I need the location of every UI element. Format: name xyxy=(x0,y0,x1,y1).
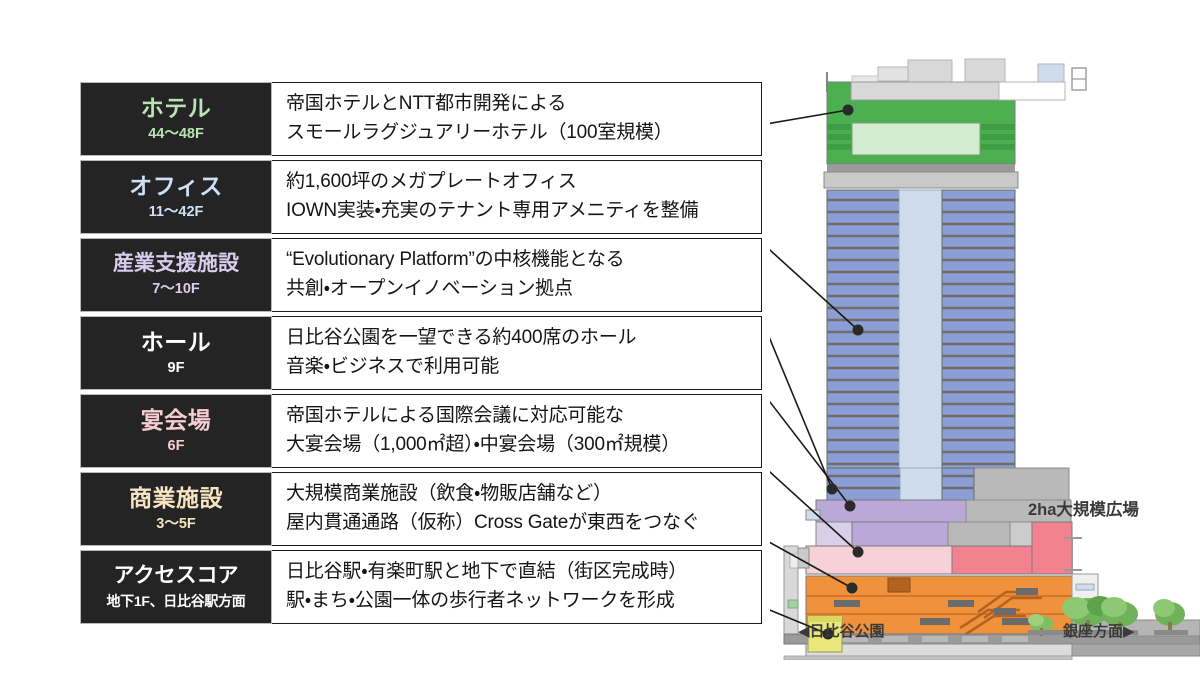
office-floors-block xyxy=(826,189,1070,501)
legend-category-name: 宴会場 xyxy=(140,406,212,433)
legend-description-line: 大宴会場（1,000㎡超）・中宴会場（300㎡規模） xyxy=(286,434,681,455)
west-edge-structure xyxy=(783,545,799,639)
legend-description-cell-hotel: 帝国ホテルとNTT都市開発による スモールラグジュアリーホテル（100室規模） xyxy=(272,82,762,156)
legend-category-cell-retail: 商業施設 3〜5F xyxy=(80,472,272,546)
plaza-trees xyxy=(1028,596,1188,636)
legend-description-line: 帝国ホテルによる国際会議に対応可能な xyxy=(286,405,624,427)
legend-description-cell-industry-support: “Evolutionary Platform”の中核機能となる 共創・オープンイ… xyxy=(272,238,762,312)
legend-description-cell-hall: 日比谷公園を一望できる約400席のホール 音楽・ビジネスで利用可能 xyxy=(272,316,762,390)
legend-floor-range: 11〜42F xyxy=(148,203,204,220)
legend-category-name: ホール xyxy=(140,328,212,355)
legend-category-name: 商業施設 xyxy=(129,484,223,511)
legend-description-line: IOWN実装・充実のテナント専用アメニティを整備 xyxy=(286,200,699,221)
legend-category-cell-access-core: アクセスコア 地下1F、日比谷駅方面 xyxy=(80,550,272,624)
leader-dot-office xyxy=(852,324,864,336)
legend-row-access-core: アクセスコア 地下1F、日比谷駅方面 日比谷駅・有楽町駅と地下で直結（街区完成時… xyxy=(80,550,762,624)
legend-category-cell-hall: ホール 9F xyxy=(80,316,272,390)
access-core-block xyxy=(807,615,843,653)
leader-dot-industry-support xyxy=(826,483,838,495)
legend-description-line: “Evolutionary Platform”の中核機能となる xyxy=(286,249,625,271)
legend-description-line: スモールラグジュアリーホテル（100室規模） xyxy=(286,122,673,143)
legend-row-retail: 商業施設 3〜5F 大規模商業施設（飲食・物販店舗など） 屋内貫通通路（仮称）C… xyxy=(80,472,762,546)
leader-dot-hotel xyxy=(842,104,854,116)
legend-description-line: 日比谷駅・有楽町駅と地下で直結（街区完成時） xyxy=(286,561,688,583)
legend-row-hall: ホール 9F 日比谷公園を一望できる約400席のホール 音楽・ビジネスで利用可能 xyxy=(80,316,762,390)
legend-description-line: 音楽・ビジネスで利用可能 xyxy=(286,356,500,377)
legend-category-name: オフィス xyxy=(129,172,223,199)
facility-legend-table: ホテル 44〜48F 帝国ホテルとNTT都市開発による スモールラグジュアリーホ… xyxy=(80,82,762,628)
legend-description-line: 大規模商業施設（飲食・物販店舗など） xyxy=(286,483,612,505)
plaza-area-label: 2ha大規模広場 xyxy=(1028,501,1139,519)
legend-description-line: 共創・オープンイノベーション拠点 xyxy=(286,278,573,299)
legend-category-cell-hotel: ホテル 44〜48F xyxy=(80,82,272,156)
legend-floor-range: 地下1F、日比谷駅方面 xyxy=(106,593,246,610)
rooftop-equipment xyxy=(826,58,1087,92)
legend-description-line: 駅・まち・公園一体の歩行者ネットワークを形成 xyxy=(286,590,675,611)
legend-category-name: アクセスコア xyxy=(113,564,239,588)
legend-description-cell-banquet: 帝国ホテルによる国際会議に対応可能な 大宴会場（1,000㎡超）・中宴会場（30… xyxy=(272,394,762,468)
legend-description-line: 帝国ホテルとNTT都市開発による xyxy=(286,93,567,115)
legend-description-line: 約1,600坪のメガプレートオフィス xyxy=(286,171,577,193)
legend-floor-range: 44〜48F xyxy=(148,125,204,142)
legend-description-line: 日比谷公園を一望できる約400席のホール xyxy=(286,327,637,349)
building-section-illustration xyxy=(770,40,1200,660)
legend-category-name: ホテル xyxy=(140,94,212,121)
legend-description-cell-access-core: 日比谷駅・有楽町駅と地下で直結（街区完成時） 駅・まち・公園一体の歩行者ネットワ… xyxy=(272,550,762,624)
legend-row-hotel: ホテル 44〜48F 帝国ホテルとNTT都市開発による スモールラグジュアリーホ… xyxy=(80,82,762,156)
hotel-floors-block xyxy=(823,81,1066,189)
leader-endpoint-dots xyxy=(822,104,864,640)
legend-floor-range: 3〜5F xyxy=(156,515,196,532)
legend-category-cell-office: オフィス 11〜42F xyxy=(80,160,272,234)
leader-dot-banquet xyxy=(852,546,864,558)
leader-dot-retail xyxy=(846,582,858,594)
legend-description-cell-retail: 大規模商業施設（飲食・物販店舗など） 屋内貫通通路（仮称）Cross Gateが… xyxy=(272,472,762,546)
legend-category-name: 産業支援施設 xyxy=(113,251,239,275)
legend-floor-range: 9F xyxy=(167,359,185,376)
legend-row-industry-support: 産業支援施設 7〜10F “Evolutionary Platform”の中核機… xyxy=(80,238,762,312)
legend-row-banquet: 宴会場 6F 帝国ホテルによる国際会議に対応可能な 大宴会場（1,000㎡超）・… xyxy=(80,394,762,468)
legend-row-office: オフィス 11〜42F 約1,600坪のメガプレートオフィス IOWN実装・充実… xyxy=(80,160,762,234)
legend-floor-range: 6F xyxy=(167,437,185,454)
legend-floor-range: 7〜10F xyxy=(152,280,200,297)
legend-description-line: 屋内貫通通路（仮称）Cross Gateが東西をつなぐ xyxy=(286,512,700,533)
legend-category-cell-banquet: 宴会場 6F xyxy=(80,394,272,468)
direction-label-hibiya-park: ◀日比谷公園 xyxy=(798,623,885,640)
legend-category-cell-industry-support: 産業支援施設 7〜10F xyxy=(80,238,272,312)
direction-label-ginza: 銀座方面▶ xyxy=(1063,623,1135,640)
leader-dot-hall xyxy=(844,500,856,512)
legend-description-cell-office: 約1,600坪のメガプレートオフィス IOWN実装・充実のテナント専用アメニティ… xyxy=(272,160,762,234)
hall-banquet-block xyxy=(796,521,1073,575)
leader-dot-access-core xyxy=(822,628,834,640)
